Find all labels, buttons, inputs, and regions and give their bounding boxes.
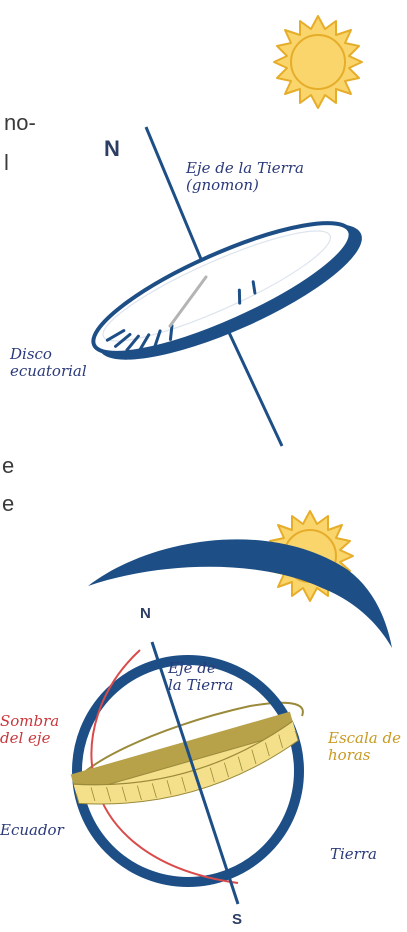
gnomon-axis-label: Eje de la Tierra (gnomon) bbox=[186, 160, 304, 194]
earth-axis-label: Eje de la Tierra bbox=[168, 660, 233, 694]
earth-axis-label-line2: la Tierra bbox=[168, 677, 233, 694]
disc-label-line2: ecuatorial bbox=[10, 363, 87, 380]
text-fragment-2: l bbox=[4, 152, 9, 174]
equator-label: Ecuador bbox=[0, 822, 64, 839]
gnomon-axis-lower bbox=[226, 326, 282, 446]
disc-label-line1: Disco bbox=[10, 346, 87, 363]
text-fragment-1: no- bbox=[4, 112, 36, 134]
scale-label-line1: Escala de bbox=[328, 730, 401, 747]
shadow-label-line2: del eje bbox=[0, 730, 59, 747]
shadow-label-line1: Sombra bbox=[0, 713, 59, 730]
equatorial-disc-label: Disco ecuatorial bbox=[10, 346, 87, 380]
earth-axis-label-line1: Eje de bbox=[168, 660, 233, 677]
north-pole-label-bottom: N bbox=[140, 606, 151, 621]
scale-label-line2: horas bbox=[328, 747, 401, 764]
gnomon-axis-upper bbox=[146, 127, 206, 271]
north-pole-label-top: N bbox=[104, 138, 120, 160]
earth-label: Tierra bbox=[330, 846, 377, 863]
south-pole-label: S bbox=[232, 912, 242, 927]
gnomon-axis-label-line2: (gnomon) bbox=[186, 177, 304, 194]
text-fragment-4: e bbox=[2, 493, 14, 515]
hour-scale-band bbox=[71, 712, 304, 823]
equatorial-disc bbox=[80, 196, 376, 386]
sun-icon-top bbox=[274, 16, 362, 108]
axis-shadow-label: Sombra del eje bbox=[0, 713, 59, 747]
text-fragment-3: e bbox=[2, 455, 14, 477]
hour-scale-label: Escala de horas bbox=[328, 730, 401, 764]
gnomon-axis-label-line1: Eje de la Tierra bbox=[186, 160, 304, 177]
